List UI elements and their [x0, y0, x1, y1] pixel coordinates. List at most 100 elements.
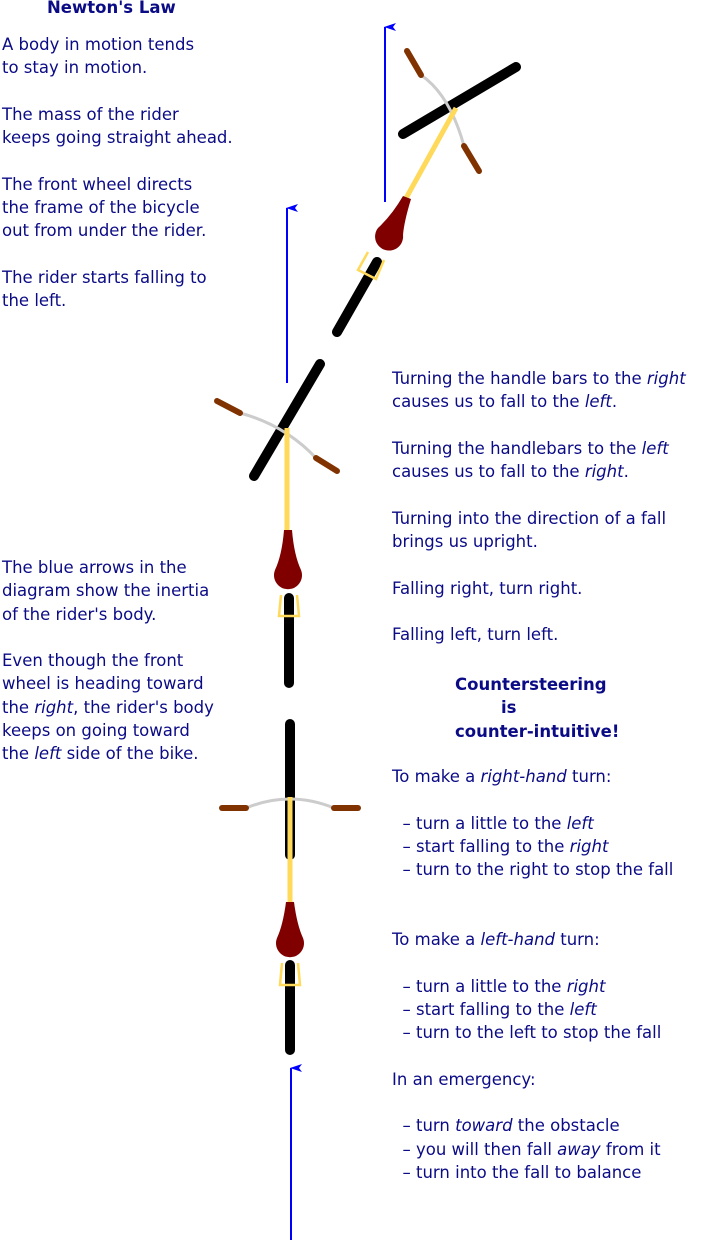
text-segment: from it [600, 1139, 661, 1159]
text-line [2, 626, 214, 649]
countersteering-heading: Countersteering is counter-intuitive! [455, 673, 619, 743]
text-segment: The rider starts falling to [2, 267, 207, 287]
text-line [2, 243, 233, 266]
text-line: – turn toward the obstacle [392, 1114, 673, 1137]
text-segment: In an emergency: [392, 1069, 536, 1089]
emphasis-text: left [569, 999, 597, 1019]
text-segment: – turn a little to the [392, 813, 567, 833]
text-segment: Turning the handlebars to the [392, 438, 642, 458]
text-segment: – turn into the fall to balance [392, 1163, 642, 1183]
emphasis-text: right [569, 836, 609, 856]
text-line [392, 1045, 673, 1068]
text-segment: . [611, 392, 618, 412]
emphasis-text: left [641, 438, 669, 458]
text-line: keeps on going toward [2, 719, 214, 742]
text-line: The blue arrows in the [2, 556, 214, 579]
bicycle-straight [219, 719, 361, 1055]
text-line [392, 483, 686, 506]
text-line: In an emergency: [392, 1068, 673, 1091]
text-line [2, 80, 233, 103]
text-segment: Even though the front [2, 651, 184, 671]
text-line: – turn into the fall to balance [392, 1161, 673, 1184]
text-line: – start falling to the left [392, 998, 673, 1021]
text-segment: turn: [566, 767, 612, 786]
text-segment: The front wheel directs [2, 174, 193, 194]
page-title: Newton's Law [47, 0, 176, 17]
text-line: Even though the front [2, 649, 214, 672]
text-segment: – turn to the left to stop the fall [392, 1023, 662, 1043]
text-segment: Falling left, turn left. [392, 625, 559, 645]
text-line [392, 788, 673, 811]
text-line: The rider starts falling to [2, 266, 233, 289]
text-line: – you will then fall away from it [392, 1138, 673, 1161]
text-segment: – turn to the right to stop the fall [392, 860, 674, 880]
text-line: keeps going straight ahead. [2, 126, 233, 149]
text-line: Falling right, turn right. [392, 577, 686, 600]
text-segment: diagram show the inertia [2, 581, 210, 601]
bicycle-turning-right [214, 359, 340, 688]
text-line: brings us upright. [392, 530, 686, 553]
text-segment: – start falling to the [392, 836, 570, 856]
text-line [2, 149, 233, 172]
emphasis-text: right [584, 462, 624, 482]
text-line: – turn a little to the right [392, 975, 673, 998]
text-segment: to stay in motion. [2, 58, 148, 78]
text-line: counter-intuitive! [455, 720, 619, 743]
text-segment: – turn a little to the [392, 976, 567, 996]
text-segment: To make a [392, 767, 481, 786]
text-segment: causes us to fall to the [392, 462, 585, 482]
text-segment: the frame of the bicycle [2, 198, 200, 218]
text-line: Turning the handle bars to the right [392, 367, 686, 390]
text-line: causes us to fall to the right. [392, 460, 686, 483]
text-segment: Turning the handle bars to the [392, 369, 647, 388]
emphasis-text: left [584, 392, 612, 412]
text-line [392, 1091, 673, 1114]
text-segment: brings us upright. [392, 532, 538, 552]
emphasis-text: right-hand [480, 767, 567, 786]
text-segment: the [2, 697, 35, 717]
text-segment: wheel is heading toward [2, 674, 204, 694]
text-segment: The mass of the rider [2, 104, 179, 124]
text-segment: – turn [392, 1116, 456, 1136]
text-segment: Countersteering [455, 675, 607, 694]
text-segment: side of the bike. [61, 744, 199, 764]
bicycle-falling-left [332, 48, 521, 337]
text-segment: the left. [2, 291, 67, 311]
text-line: The front wheel directs [2, 173, 233, 196]
text-line: causes us to fall to the left. [392, 390, 686, 413]
text-line: of the rider's body. [2, 603, 214, 626]
text-line: To make a left-hand turn: [392, 928, 673, 951]
text-line [392, 951, 673, 974]
emphasis-text: right [34, 697, 74, 717]
text-segment: is [455, 698, 517, 718]
text-line: is [455, 696, 619, 719]
emphasis-text: away [557, 1139, 601, 1159]
emphasis-text: left [34, 744, 62, 764]
emphasis-text: right [646, 369, 686, 388]
text-line [392, 414, 686, 437]
emphasis-text: right [566, 976, 606, 996]
text-line: the left. [2, 289, 233, 312]
text-segment: To make a [392, 930, 481, 950]
text-line: Falling left, turn left. [392, 623, 686, 646]
text-segment: turn: [555, 930, 600, 950]
text-segment: – you will then fall [392, 1139, 558, 1159]
text-line [392, 600, 686, 623]
text-line: – turn to the right to stop the fall [392, 858, 673, 881]
text-segment: counter-intuitive! [455, 721, 620, 741]
text-line: – turn a little to the left [392, 812, 673, 835]
text-segment: keeps going straight ahead. [2, 128, 233, 148]
text-line: Countersteering [455, 673, 619, 696]
text-segment: Turning into the direction of a fall [392, 508, 667, 528]
text-line: – start falling to the right [392, 835, 673, 858]
text-segment: – start falling to the [392, 999, 570, 1019]
text-segment: the [2, 744, 35, 764]
text-line [392, 881, 673, 904]
emphasis-text: left-hand [480, 930, 555, 950]
text-line: the frame of the bicycle [2, 196, 233, 219]
text-segment: Falling right, turn right. [392, 578, 583, 598]
